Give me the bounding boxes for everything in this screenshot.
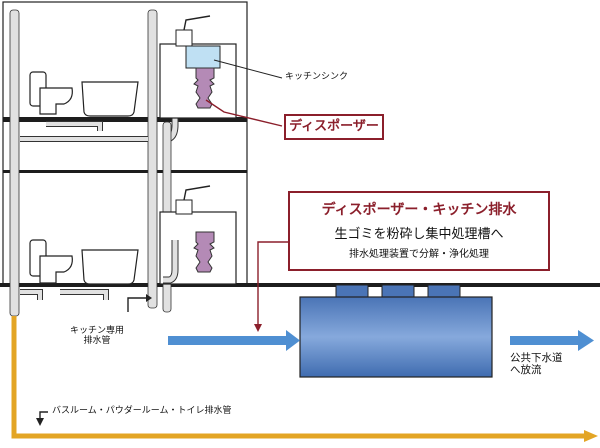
bath-drain-line xyxy=(11,316,598,442)
outflow-arrow xyxy=(510,330,594,351)
drain-pipe-upper xyxy=(20,121,148,142)
ground-line xyxy=(0,283,600,287)
drain-pipe-lower xyxy=(20,289,109,300)
vertical-stack-left xyxy=(9,9,20,317)
kitchen-sink-label: キッチンシンク xyxy=(285,72,349,82)
lower-floor-slab xyxy=(3,170,247,173)
disposer-callout-box: ディスポーザー xyxy=(284,114,384,140)
main-callout-title: ディスポーザー・キッチン排水 xyxy=(321,202,517,218)
disposer-callout-text: ディスポーザー xyxy=(289,119,379,134)
inflow-arrow xyxy=(168,330,300,351)
bathtub-lower xyxy=(81,249,139,285)
bath-drain-label: バスルーム・パウダールーム・トイレ排水管 xyxy=(52,406,232,416)
disposer-unit-lower xyxy=(193,231,215,273)
kitchen-drain-arrow xyxy=(127,294,152,312)
bath-drain-arrow xyxy=(36,411,48,426)
toilet-lower xyxy=(29,239,73,284)
disposer-leader xyxy=(205,99,283,127)
bathtub-upper xyxy=(81,81,139,117)
kitchen-drain-label: キッチン専用 排水管 xyxy=(70,326,125,347)
kitchen-sink-leader xyxy=(213,59,283,79)
upper-floor-slab xyxy=(3,117,247,122)
main-callout-box: ディスポーザー・キッチン排水 生ゴミを粉砕し集中処理槽へ 排水処理装置で分解・浄… xyxy=(288,191,550,271)
main-callout-sub1: 生ゴミを粉砕し集中処理槽へ xyxy=(334,227,504,242)
main-callout-leader xyxy=(254,241,288,332)
vertical-stack-middle xyxy=(147,9,158,309)
main-callout-sub2: 排水処理装置で分解・浄化処理 xyxy=(349,249,489,260)
public-sewer-label: 公共下水道 へ放流 xyxy=(510,352,563,377)
toilet-upper xyxy=(29,71,73,115)
treatment-tank xyxy=(299,284,493,378)
disposer-unit-upper xyxy=(193,67,215,109)
